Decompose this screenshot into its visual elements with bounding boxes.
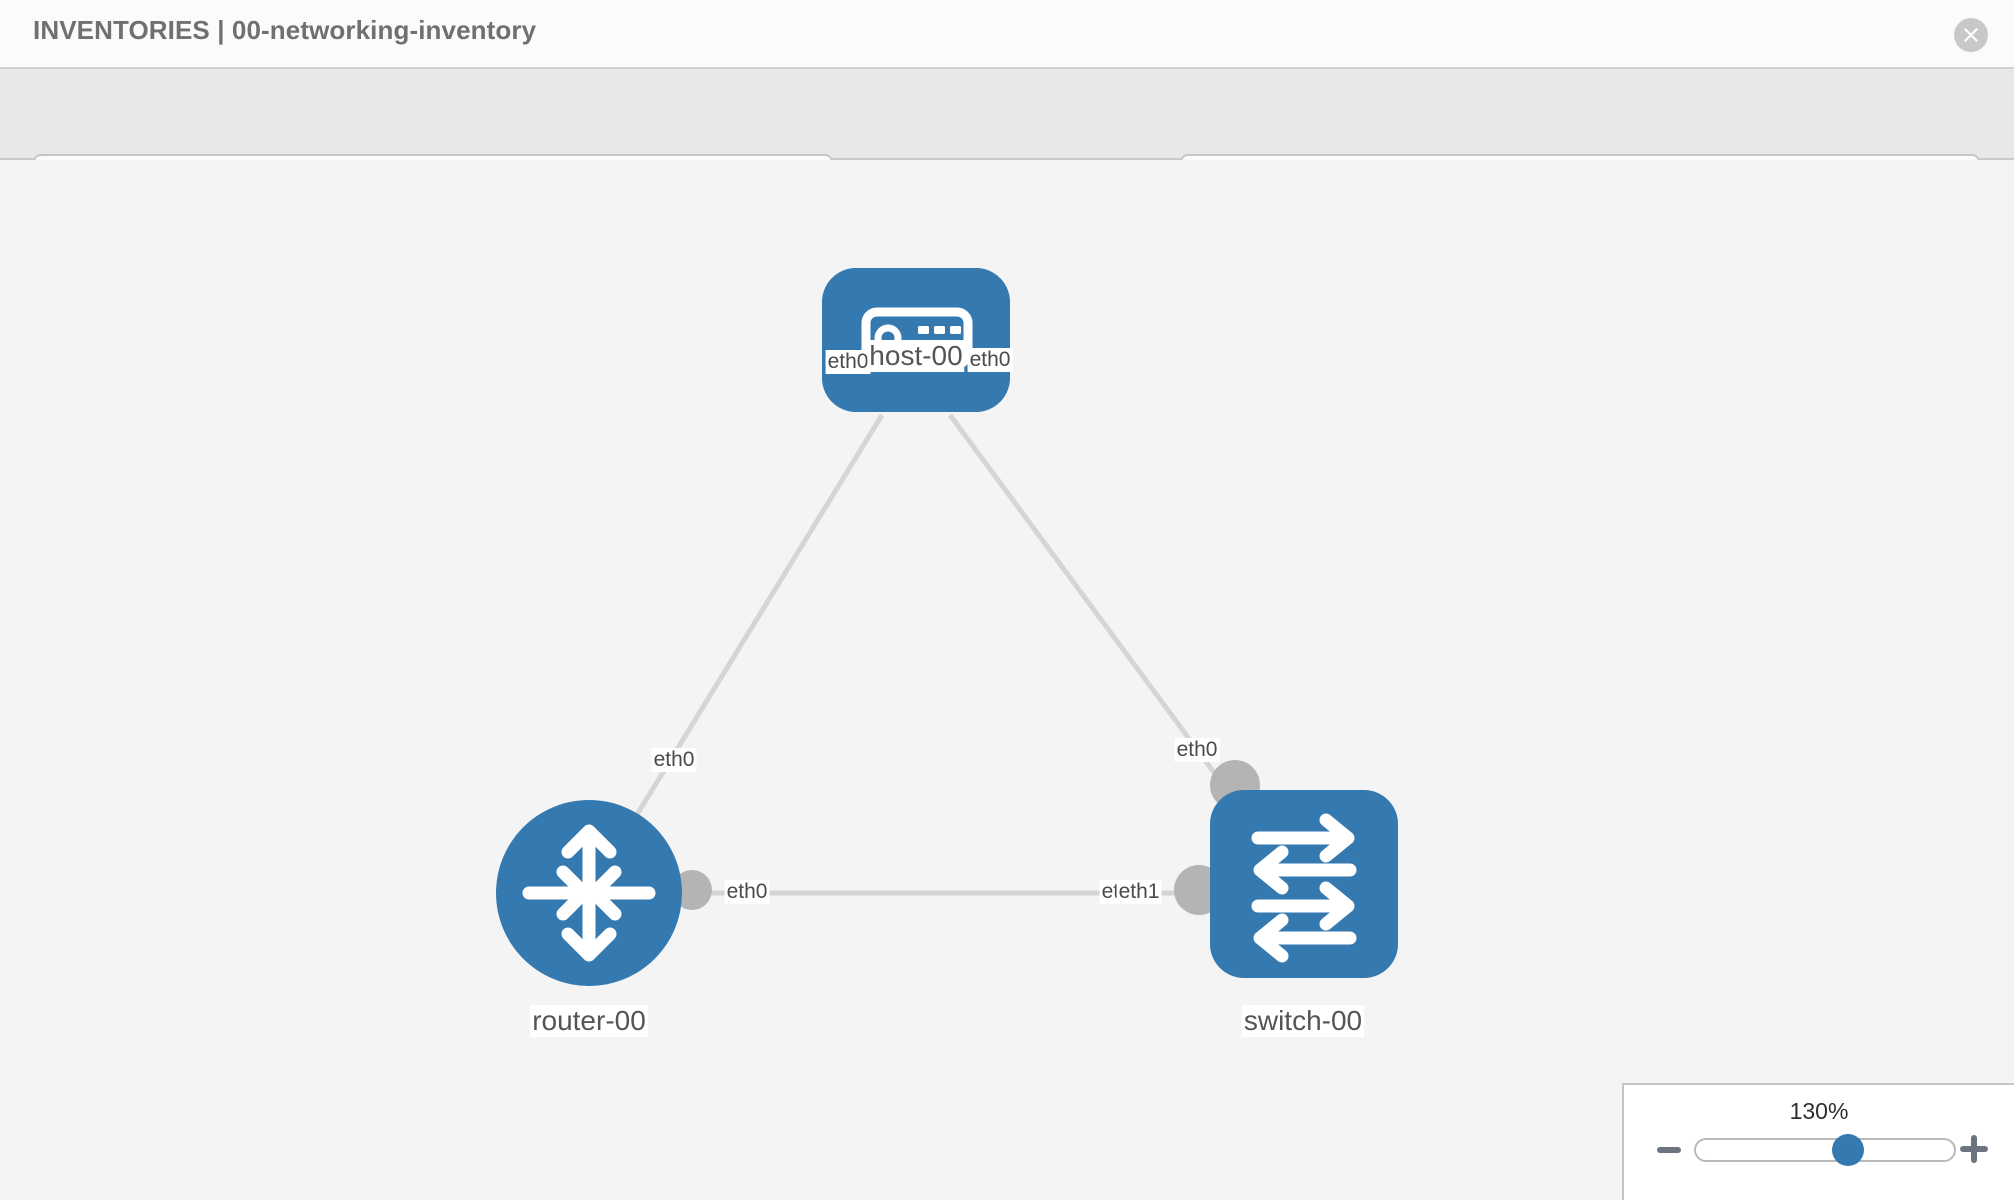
port-router00-eth0[interactable] [672, 870, 712, 910]
edge-label-router00-eth0: eth0 [724, 880, 770, 904]
toolbar: ACTIONS SEARCH [0, 69, 2014, 212]
zoom-control-panel: 130% [1622, 1083, 2014, 1200]
edge-label-host00-eth0-left: eth0 [825, 350, 871, 374]
topology-graph[interactable] [0, 160, 2014, 1200]
close-icon[interactable] [1954, 18, 1988, 52]
node-switch-00[interactable] [1210, 790, 1398, 978]
page-title: INVENTORIES | 00-networking-inventory [33, 15, 537, 45]
page-header: INVENTORIES | 00-networking-inventory [0, 0, 2014, 69]
router-arrows-icon [522, 824, 656, 962]
edge-label-switch00-eth0-uplink: eth0 [1174, 738, 1220, 762]
zoom-level-value: 130% [1789, 1098, 1849, 1124]
edge-label-host00-eth0-right: eth0 [967, 348, 1013, 372]
zoom-out-button[interactable] [1657, 1147, 1681, 1153]
zoom-slider[interactable] [1694, 1134, 1956, 1166]
zoom-slider-thumb[interactable] [1831, 1134, 1864, 1166]
node-router-00[interactable] [496, 800, 682, 986]
edge-label-router00-eth0-uplink: eth0 [651, 748, 697, 772]
edge-host00-router00[interactable] [586, 413, 885, 895]
zoom-in-button[interactable] [1960, 1135, 1988, 1163]
edge-label-switch00-eth1: eth1 [1116, 880, 1162, 904]
topology-edges [586, 413, 1306, 896]
node-label-router-00: router-00 [530, 1005, 648, 1037]
topology-canvas[interactable]: eth0 eth0 eth0 eth0 eth0 eth0 eth1 host-… [0, 160, 2014, 1200]
node-label-switch-00: switch-00 [1241, 1005, 1365, 1037]
switch-arrows-icon [1251, 813, 1357, 963]
node-label-host-00: host-00 [867, 340, 965, 372]
